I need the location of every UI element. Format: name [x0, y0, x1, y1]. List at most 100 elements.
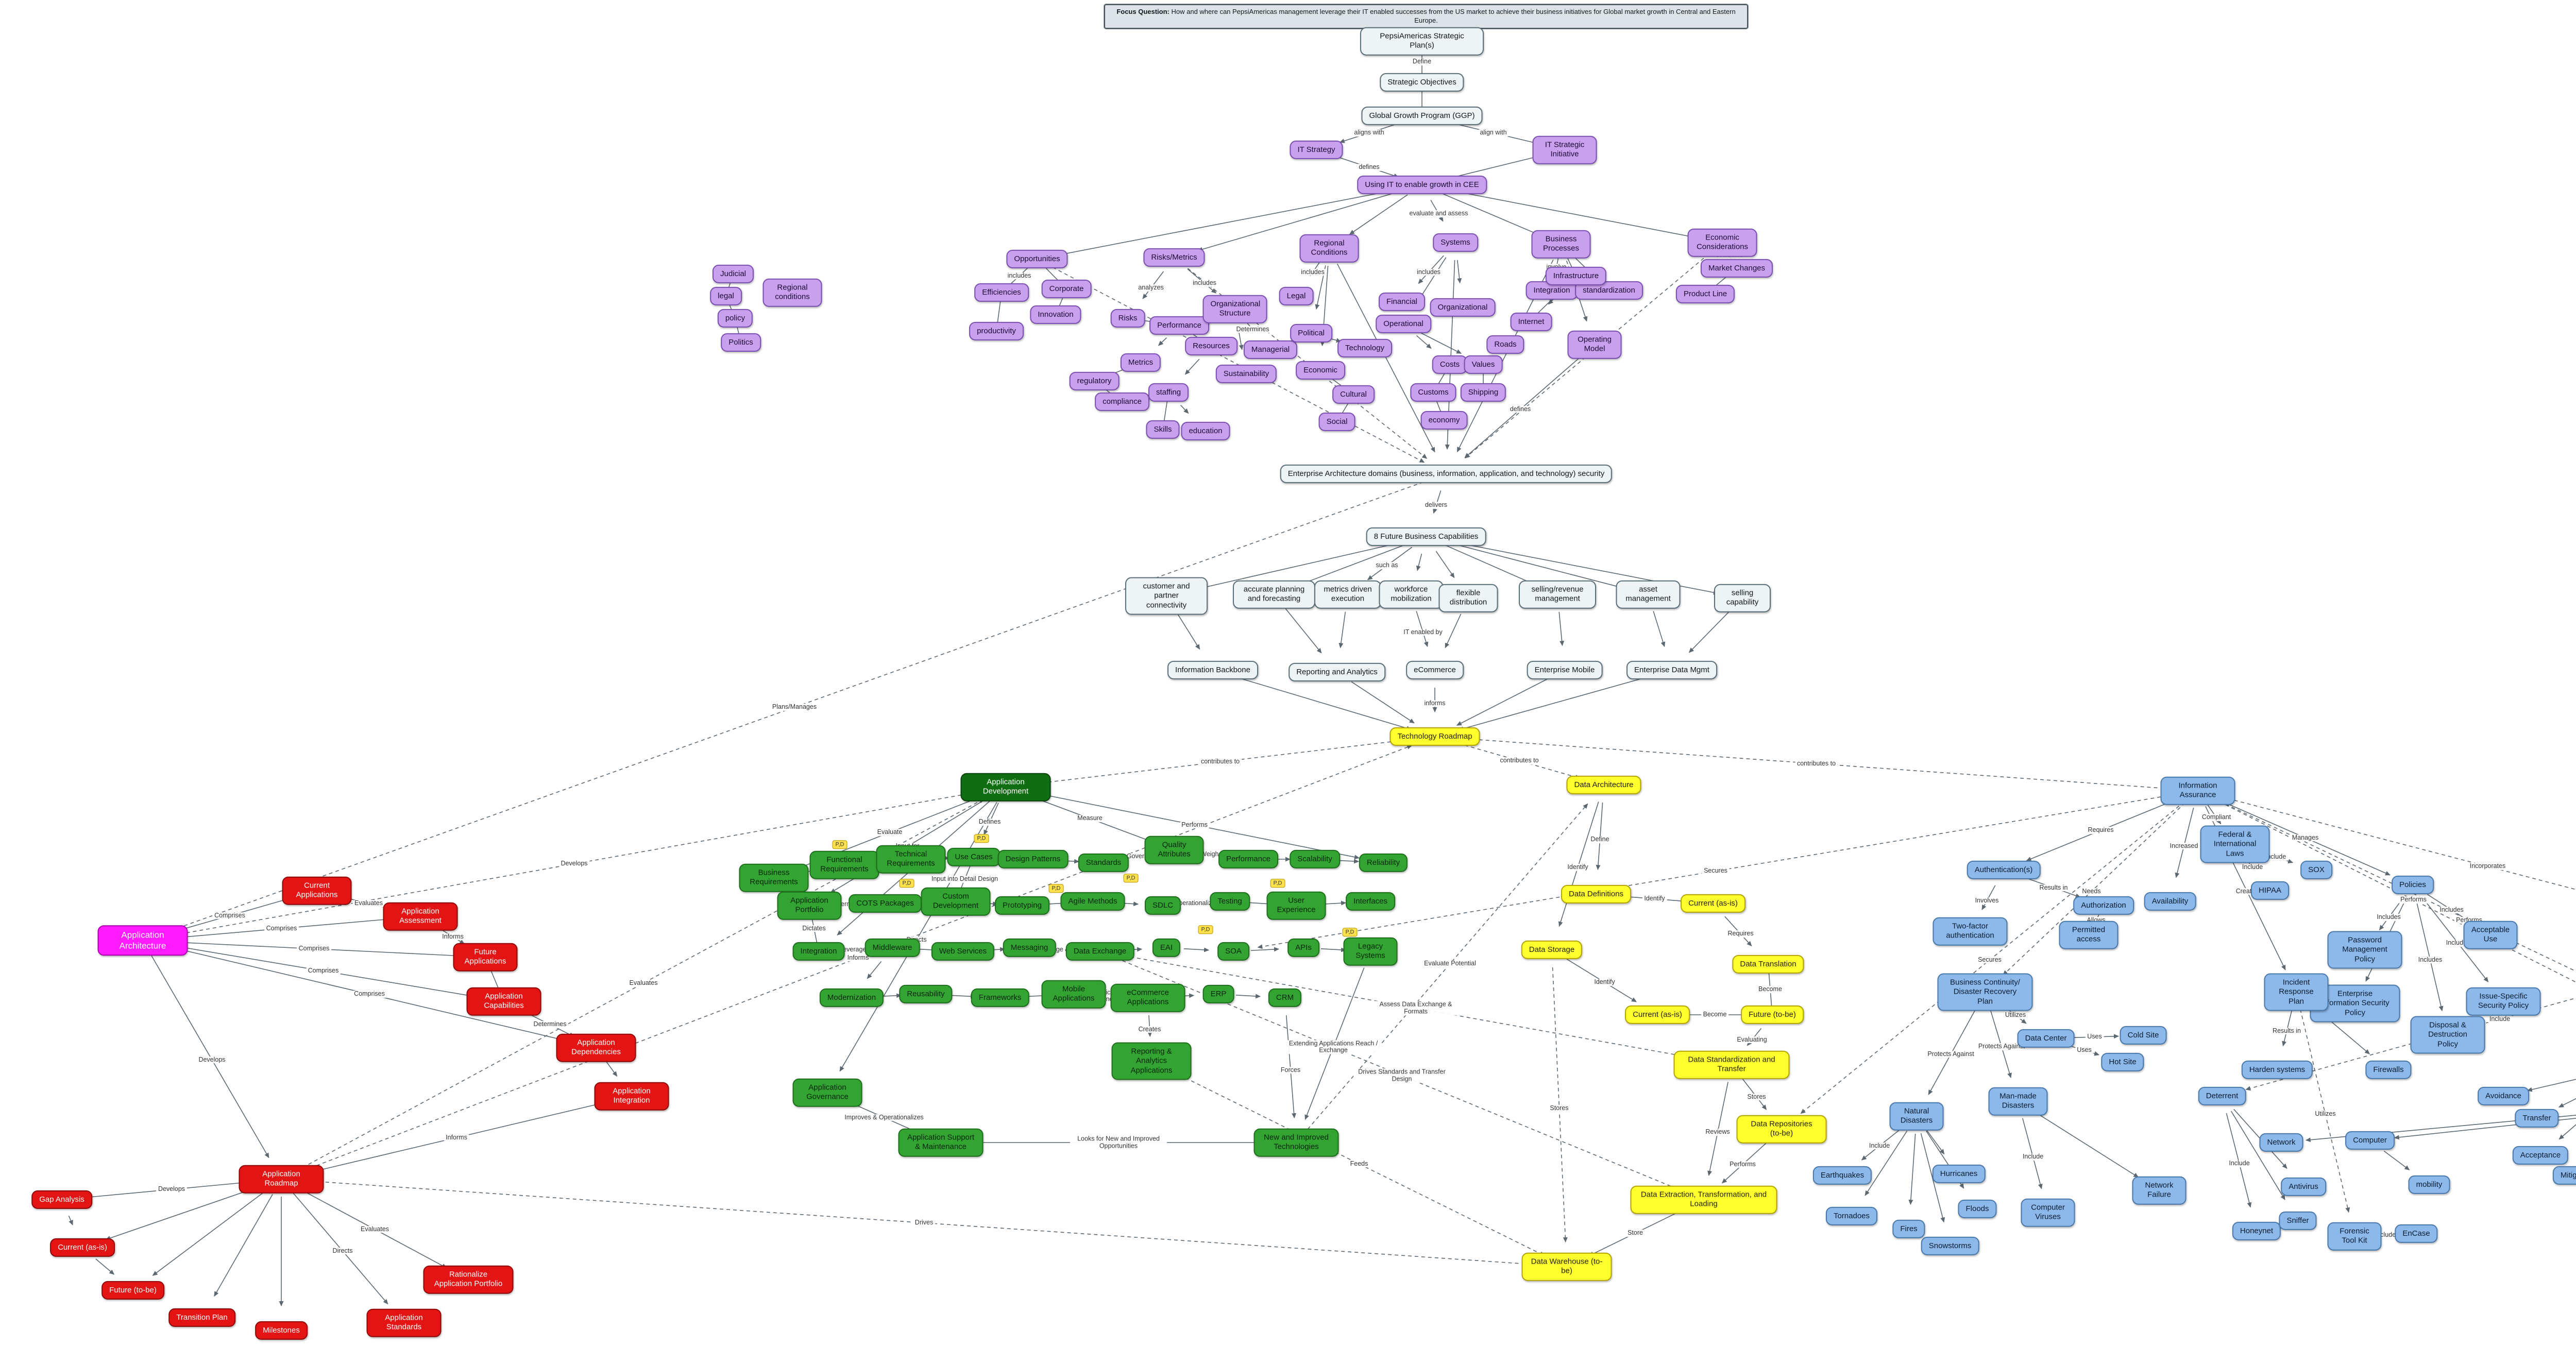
- node-it_strategy[interactable]: IT Strategy: [1290, 140, 1343, 160]
- node-tech_roadmap[interactable]: Technology Roadmap: [1389, 727, 1480, 746]
- node-infrastructure[interactable]: Infrastructure: [1545, 266, 1607, 286]
- node-economic[interactable]: Economic: [1296, 361, 1345, 380]
- node-g20[interactable]: Integration: [792, 942, 845, 961]
- node-disposal_policy[interactable]: Disposal & Destruction Policy: [2410, 1016, 2485, 1054]
- node-harden_systems[interactable]: Harden systems: [2241, 1060, 2313, 1080]
- node-g21[interactable]: Middleware: [865, 938, 920, 958]
- node-political[interactable]: Political: [1290, 323, 1332, 343]
- node-reporting_analytics[interactable]: Reporting and Analytics: [1289, 662, 1385, 682]
- node-earthquakes[interactable]: Earthquakes: [1812, 1166, 1872, 1185]
- node-operational[interactable]: Operational: [1376, 314, 1431, 334]
- node-future_tobe_d[interactable]: Future (to-be): [1741, 1005, 1804, 1025]
- node-data_storage[interactable]: Data Storage: [1521, 940, 1583, 960]
- node-g1[interactable]: Business Requirements: [739, 863, 809, 892]
- node-t2[interactable]: P,D: [899, 879, 914, 888]
- node-t8[interactable]: P,D: [1342, 928, 1358, 937]
- node-g_newtech[interactable]: New and Improved Technologies: [1253, 1128, 1339, 1157]
- node-antivirus[interactable]: Antivirus: [2281, 1177, 2326, 1197]
- node-cap_planning[interactable]: accurate planning and forecasting: [1233, 580, 1315, 609]
- node-g13[interactable]: Custom Development: [921, 887, 991, 916]
- node-economic_considerations[interactable]: Economic Considerations: [1687, 228, 1757, 257]
- node-g7[interactable]: Quality Attributes: [1144, 836, 1204, 864]
- node-info_assurance[interactable]: Information Assurance: [2160, 776, 2235, 805]
- node-policies[interactable]: Policies: [2392, 875, 2434, 895]
- node-t4[interactable]: P,D: [1048, 884, 1064, 893]
- node-organizational[interactable]: Organizational: [1430, 298, 1496, 317]
- node-hurricanes[interactable]: Hurricanes: [1932, 1164, 1986, 1184]
- node-g28[interactable]: Legacy Systems: [1343, 937, 1398, 966]
- node-g24[interactable]: Data Exchange: [1065, 942, 1134, 961]
- node-legal2[interactable]: Legal: [1279, 286, 1314, 306]
- node-g5[interactable]: Design Patterns: [997, 849, 1069, 869]
- node-man_made[interactable]: Man-made Disasters: [1988, 1087, 2048, 1116]
- node-g4[interactable]: Use Cases: [947, 847, 1001, 867]
- node-two_factor[interactable]: Two-factor authentication: [1933, 917, 2008, 946]
- node-resources[interactable]: Resources: [1185, 336, 1238, 356]
- node-data_translation[interactable]: Data Translation: [1732, 955, 1804, 974]
- node-cap_selling_rev[interactable]: selling/revenue management: [1519, 580, 1596, 609]
- node-g8[interactable]: Performance: [1218, 849, 1278, 869]
- node-g_app_dev[interactable]: Application Development: [960, 773, 1051, 802]
- node-g35[interactable]: CRM: [1268, 988, 1302, 1008]
- node-business_processes[interactable]: Business Processes: [1531, 230, 1591, 259]
- node-efficiencies[interactable]: Efficiencies: [974, 283, 1029, 302]
- node-fires[interactable]: Fires: [1892, 1219, 1925, 1239]
- node-g18[interactable]: User Experience: [1266, 891, 1326, 920]
- node-encase[interactable]: EnCase: [2395, 1224, 2438, 1243]
- node-values[interactable]: Values: [1464, 355, 1503, 374]
- node-r_milestones[interactable]: Milestones: [255, 1321, 308, 1340]
- node-r_app_integration[interactable]: Application Integration: [594, 1082, 669, 1111]
- node-r_current_asis[interactable]: Current (as-is): [50, 1238, 115, 1257]
- node-g26[interactable]: SOA: [1217, 942, 1249, 961]
- node-politics[interactable]: Politics: [721, 333, 761, 352]
- node-g6[interactable]: Standards: [1078, 853, 1129, 873]
- node-metrics[interactable]: Metrics: [1120, 353, 1161, 372]
- node-r_app_roadmap[interactable]: Application Roadmap: [239, 1165, 324, 1194]
- node-availability[interactable]: Availability: [2144, 892, 2196, 911]
- node-info_backbone[interactable]: Information Backbone: [1167, 660, 1258, 680]
- node-network_failure[interactable]: Network Failure: [2132, 1176, 2187, 1205]
- node-cap_workforce[interactable]: workforce mobilization: [1379, 580, 1444, 609]
- node-productivity[interactable]: productivity: [969, 321, 1024, 341]
- node-g2[interactable]: Functional Requirements: [809, 850, 879, 879]
- node-strategic_objectives[interactable]: Strategic Objectives: [1380, 73, 1464, 92]
- node-t7[interactable]: P,D: [1270, 879, 1285, 888]
- node-cap_selling[interactable]: selling capability: [1714, 584, 1771, 612]
- node-authentications[interactable]: Authentication(s): [1967, 860, 2041, 880]
- node-bcp_drp[interactable]: Business Continuity/ Disaster Recovery P…: [1937, 973, 2033, 1011]
- node-acceptable_use[interactable]: Acceptable Use: [2463, 921, 2518, 949]
- node-t3[interactable]: P,D: [974, 834, 989, 843]
- node-g31[interactable]: Frameworks: [971, 988, 1029, 1008]
- node-cap_customer[interactable]: customer and partner connectivity: [1125, 577, 1208, 615]
- node-data_warehouse[interactable]: Data Warehouse (to-be): [1521, 1252, 1612, 1281]
- node-roads[interactable]: Roads: [1486, 335, 1524, 354]
- node-permitted_access[interactable]: Permitted access: [2059, 921, 2119, 949]
- node-staffing[interactable]: staffing: [1148, 383, 1189, 402]
- node-computer_viruses[interactable]: Computer Viruses: [2021, 1198, 2075, 1227]
- node-r_future_apps[interactable]: Future Applications: [453, 943, 518, 972]
- node-economy[interactable]: economy: [1420, 411, 1468, 430]
- node-g25[interactable]: EAI: [1152, 938, 1181, 958]
- node-managerial[interactable]: Managerial: [1243, 340, 1298, 360]
- node-t6[interactable]: P,D: [1198, 925, 1213, 934]
- node-internet[interactable]: Internet: [1510, 312, 1552, 332]
- node-g29[interactable]: Modernization: [819, 988, 884, 1008]
- node-innovation[interactable]: Innovation: [1030, 305, 1081, 325]
- node-financial[interactable]: Financial: [1378, 292, 1426, 312]
- node-data_standardization[interactable]: Data Standardization and Transfer: [1673, 1050, 1790, 1079]
- node-r_rationalize[interactable]: Rationalize Application Portfolio: [423, 1265, 514, 1294]
- node-risks_metrics[interactable]: Risks/Metrics: [1143, 248, 1205, 267]
- node-policy[interactable]: policy: [717, 309, 753, 328]
- node-ea_domains[interactable]: Enterprise Architecture domains (busines…: [1280, 464, 1613, 484]
- node-g_supp[interactable]: Application Support & Maintenance: [898, 1128, 984, 1157]
- node-social[interactable]: Social: [1318, 412, 1355, 432]
- node-data_architecture[interactable]: Data Architecture: [1566, 775, 1641, 795]
- node-data_etl[interactable]: Data Extraction, Transformation, and Loa…: [1630, 1185, 1777, 1214]
- node-enterprise_mobile[interactable]: Enterprise Mobile: [1527, 660, 1603, 680]
- node-sniffer[interactable]: Sniffer: [2279, 1211, 2317, 1231]
- node-costs[interactable]: Costs: [1432, 355, 1468, 374]
- node-g27[interactable]: APIs: [1287, 938, 1319, 958]
- node-performance[interactable]: Performance: [1149, 316, 1209, 335]
- node-ecommerce[interactable]: eCommerce: [1406, 660, 1464, 680]
- node-g30[interactable]: Reusability: [899, 984, 953, 1004]
